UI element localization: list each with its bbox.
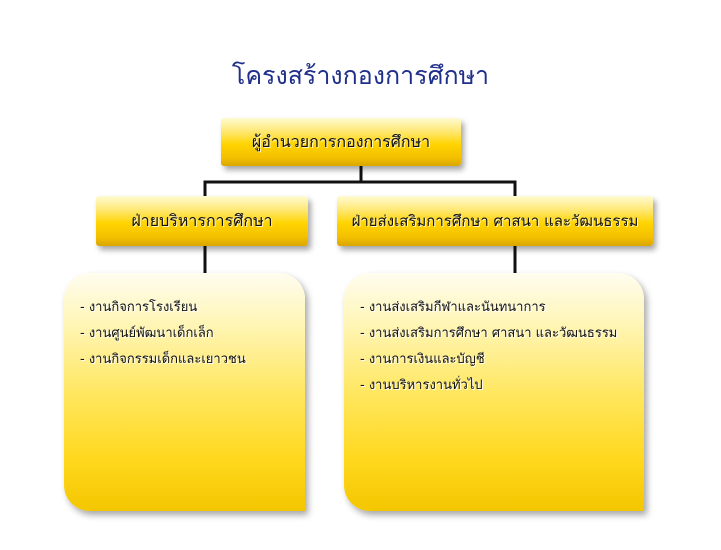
task-item: - งานศูนย์พัฒนาเด็กเล็ก (80, 326, 214, 341)
root-box: ผู้อำนวยการกองการศึกษา (221, 118, 461, 166)
root-label: ผู้อำนวยการกองการศึกษา (251, 131, 431, 151)
task-list-promotion: - งานส่งเสริมกีฬาและนันทนาการ - งานส่งเส… (360, 295, 634, 399)
task-item: - งานบริหารงานทั่วไป (360, 378, 483, 393)
task-item: - งานกิจการโรงเรียน (80, 300, 198, 315)
task-item: - งานส่งเสริมการศึกษา ศาสนา และวัฒนธรรม (360, 326, 618, 341)
task-item: - งานกิจกรรมเด็กและเยาวชน (80, 352, 246, 367)
task-item: - งานการเงินและบัญชี (360, 352, 485, 367)
division-box-promotion: ฝ่ายส่งเสริมการศึกษา ศาสนา และวัฒนธรรม (337, 196, 653, 246)
page-title: โครงสร้างกองการศึกษา (231, 61, 490, 90)
task-panel-promotion: - งานส่งเสริมกีฬาและนันทนาการ - งานส่งเส… (344, 273, 644, 511)
division-box-admin: ฝ่ายบริหารการศึกษา (96, 196, 308, 246)
task-panel-admin: - งานกิจการโรงเรียน - งานศูนย์พัฒนาเด็กเ… (64, 273, 305, 511)
division-label-promotion: ฝ่ายส่งเสริมการศึกษา ศาสนา และวัฒนธรรม (351, 212, 639, 230)
division-label-admin: ฝ่ายบริหารการศึกษา (131, 210, 273, 230)
task-list-admin: - งานกิจการโรงเรียน - งานศูนย์พัฒนาเด็กเ… (80, 295, 295, 373)
task-item: - งานส่งเสริมกีฬาและนันทนาการ (360, 300, 546, 315)
